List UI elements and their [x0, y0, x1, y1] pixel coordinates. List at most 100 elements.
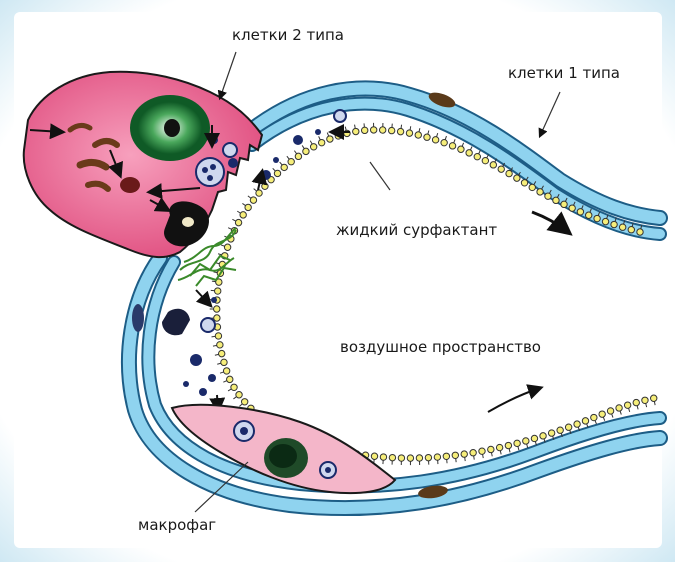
surfactant-molecule-head [514, 440, 520, 446]
surfactant-molecule-head [415, 132, 421, 138]
flow-arrow-bottom [488, 388, 540, 412]
surfactant-molecule-head [214, 315, 220, 321]
surfactant-molecule-head [217, 342, 223, 348]
surfactant-molecule-head [274, 170, 280, 176]
surfactant-molecule-head [577, 209, 583, 215]
surfactant-molecule-head [591, 414, 597, 420]
pointer-type1-cells [540, 92, 560, 136]
surfactant-molecule-head [353, 128, 359, 134]
surfactant-molecule-head [215, 333, 221, 339]
surfactant-molecule-head [607, 408, 613, 414]
surfactant-molecule-head [379, 127, 385, 133]
surfactant-molecule-head [449, 143, 455, 149]
surfactant-molecule-head [488, 446, 494, 452]
surfactant-molecule-head [425, 454, 431, 460]
surfactant-molecule-head [540, 433, 546, 439]
surfactant-molecule-head [227, 376, 233, 382]
surfactant-molecule-head [548, 430, 554, 436]
surfactant-molecule-head [498, 166, 504, 172]
surfactant-molecule-head [371, 453, 377, 459]
type-2-cell [24, 72, 262, 257]
surfactant-molecule-head [406, 130, 412, 136]
surfactant-molecule-head [219, 350, 225, 356]
surfactant-molecule-head [633, 399, 639, 405]
surfactant-molecule-head [231, 384, 237, 390]
surfactant-molecule-head [389, 454, 395, 460]
surfactant-molecule-head [397, 128, 403, 134]
surfactant-molecule-head [416, 455, 422, 461]
surfactant-molecule-head [214, 306, 220, 312]
surfactant-molecule-head [619, 224, 625, 230]
surfactant-molecule-head [281, 164, 287, 170]
surfactant-molecule-head [407, 455, 413, 461]
surfactant-molecule-head [398, 455, 404, 461]
surfactant-molecule-head [288, 158, 294, 164]
surfactant-molecule-head [241, 399, 247, 405]
surfactant-molecule-head [310, 144, 316, 150]
surfactant-molecule-head [370, 127, 376, 133]
surfactant-molecule-head [628, 227, 634, 233]
surfactant-molecule-head [514, 175, 520, 181]
surfactant-layer [210, 123, 657, 465]
surfactant-molecule-head [531, 435, 537, 441]
surfactant-molecule-head [458, 146, 464, 152]
surfactant-molecule-head [569, 205, 575, 211]
label-liquid-surfactant: жидкий сурфактант [336, 221, 497, 239]
surfactant-molecule-head [561, 201, 567, 207]
surfactant-molecule-head [602, 218, 608, 224]
surfactant-molecule-head [240, 212, 246, 218]
surfactant-molecule-head [574, 421, 580, 427]
surfactant-molecule-head [545, 193, 551, 199]
surfactant-molecule-head [565, 424, 571, 430]
surfactant-molecule-head [637, 229, 643, 235]
surfactant-molecule-head [461, 451, 467, 457]
surfactant-molecule-head [586, 212, 592, 218]
label-air-space: воздушное пространство [340, 338, 541, 356]
surfactant-molecule-head [482, 157, 488, 163]
surfactant-molecule-head [221, 359, 227, 365]
label-type1-cells: клетки 1 типа [508, 64, 620, 82]
label-macrophage: макрофаг [138, 516, 216, 534]
surfactant-molecule-head [434, 454, 440, 460]
surfactant-molecule-head [553, 197, 559, 203]
surfactant-molecule-head [582, 418, 588, 424]
surfactant-molecule-head [318, 139, 324, 145]
surfactant-molecule-head [611, 221, 617, 227]
surfactant-molecule-head [443, 453, 449, 459]
pointer-surfactant [370, 162, 390, 190]
surfactant-molecule-head [424, 134, 430, 140]
pointer-type2-cells [220, 52, 236, 98]
surfactant-molecule-head [303, 148, 309, 154]
surfactant-molecule-head [490, 162, 496, 168]
surfactant-molecule-head [523, 438, 529, 444]
label-type2-cells: клетки 2 типа [232, 26, 344, 44]
surfactant-molecule-head [335, 133, 341, 139]
surfactant-molecule-head [506, 170, 512, 176]
surfactant-molecule-head [245, 204, 251, 210]
surfactant-molecule-head [642, 397, 648, 403]
surfactant-molecule-head [262, 183, 268, 189]
surfactant-molecule-head [599, 411, 605, 417]
surfactant-molecule-head [651, 395, 657, 401]
surfactant-molecule-head [474, 153, 480, 159]
surfactant-molecule-head [594, 215, 600, 221]
surfactant-molecule-head [557, 427, 563, 433]
surfactant-molecule-head [624, 402, 630, 408]
surfactant-molecule-head [496, 444, 502, 450]
surfactant-molecule-head [441, 139, 447, 145]
surfactant-molecule-head [327, 136, 333, 142]
surfactant-molecule-head [388, 127, 394, 133]
endothelial-nucleus [132, 304, 144, 332]
surfactant-molecule-head [529, 184, 535, 190]
surfactant-molecule-head [466, 150, 472, 156]
surfactant-molecule-head [224, 244, 230, 250]
surfactant-molecule-head [452, 452, 458, 458]
surfactant-molecule-head [432, 137, 438, 143]
surfactant-molecule-head [235, 219, 241, 225]
surfactant-molecule-head [505, 442, 511, 448]
surfactant-molecule-head [223, 368, 229, 374]
surfactant-molecule-head [250, 197, 256, 203]
surfactant-molecule-head [470, 450, 476, 456]
surfactant-molecule-head [616, 405, 622, 411]
